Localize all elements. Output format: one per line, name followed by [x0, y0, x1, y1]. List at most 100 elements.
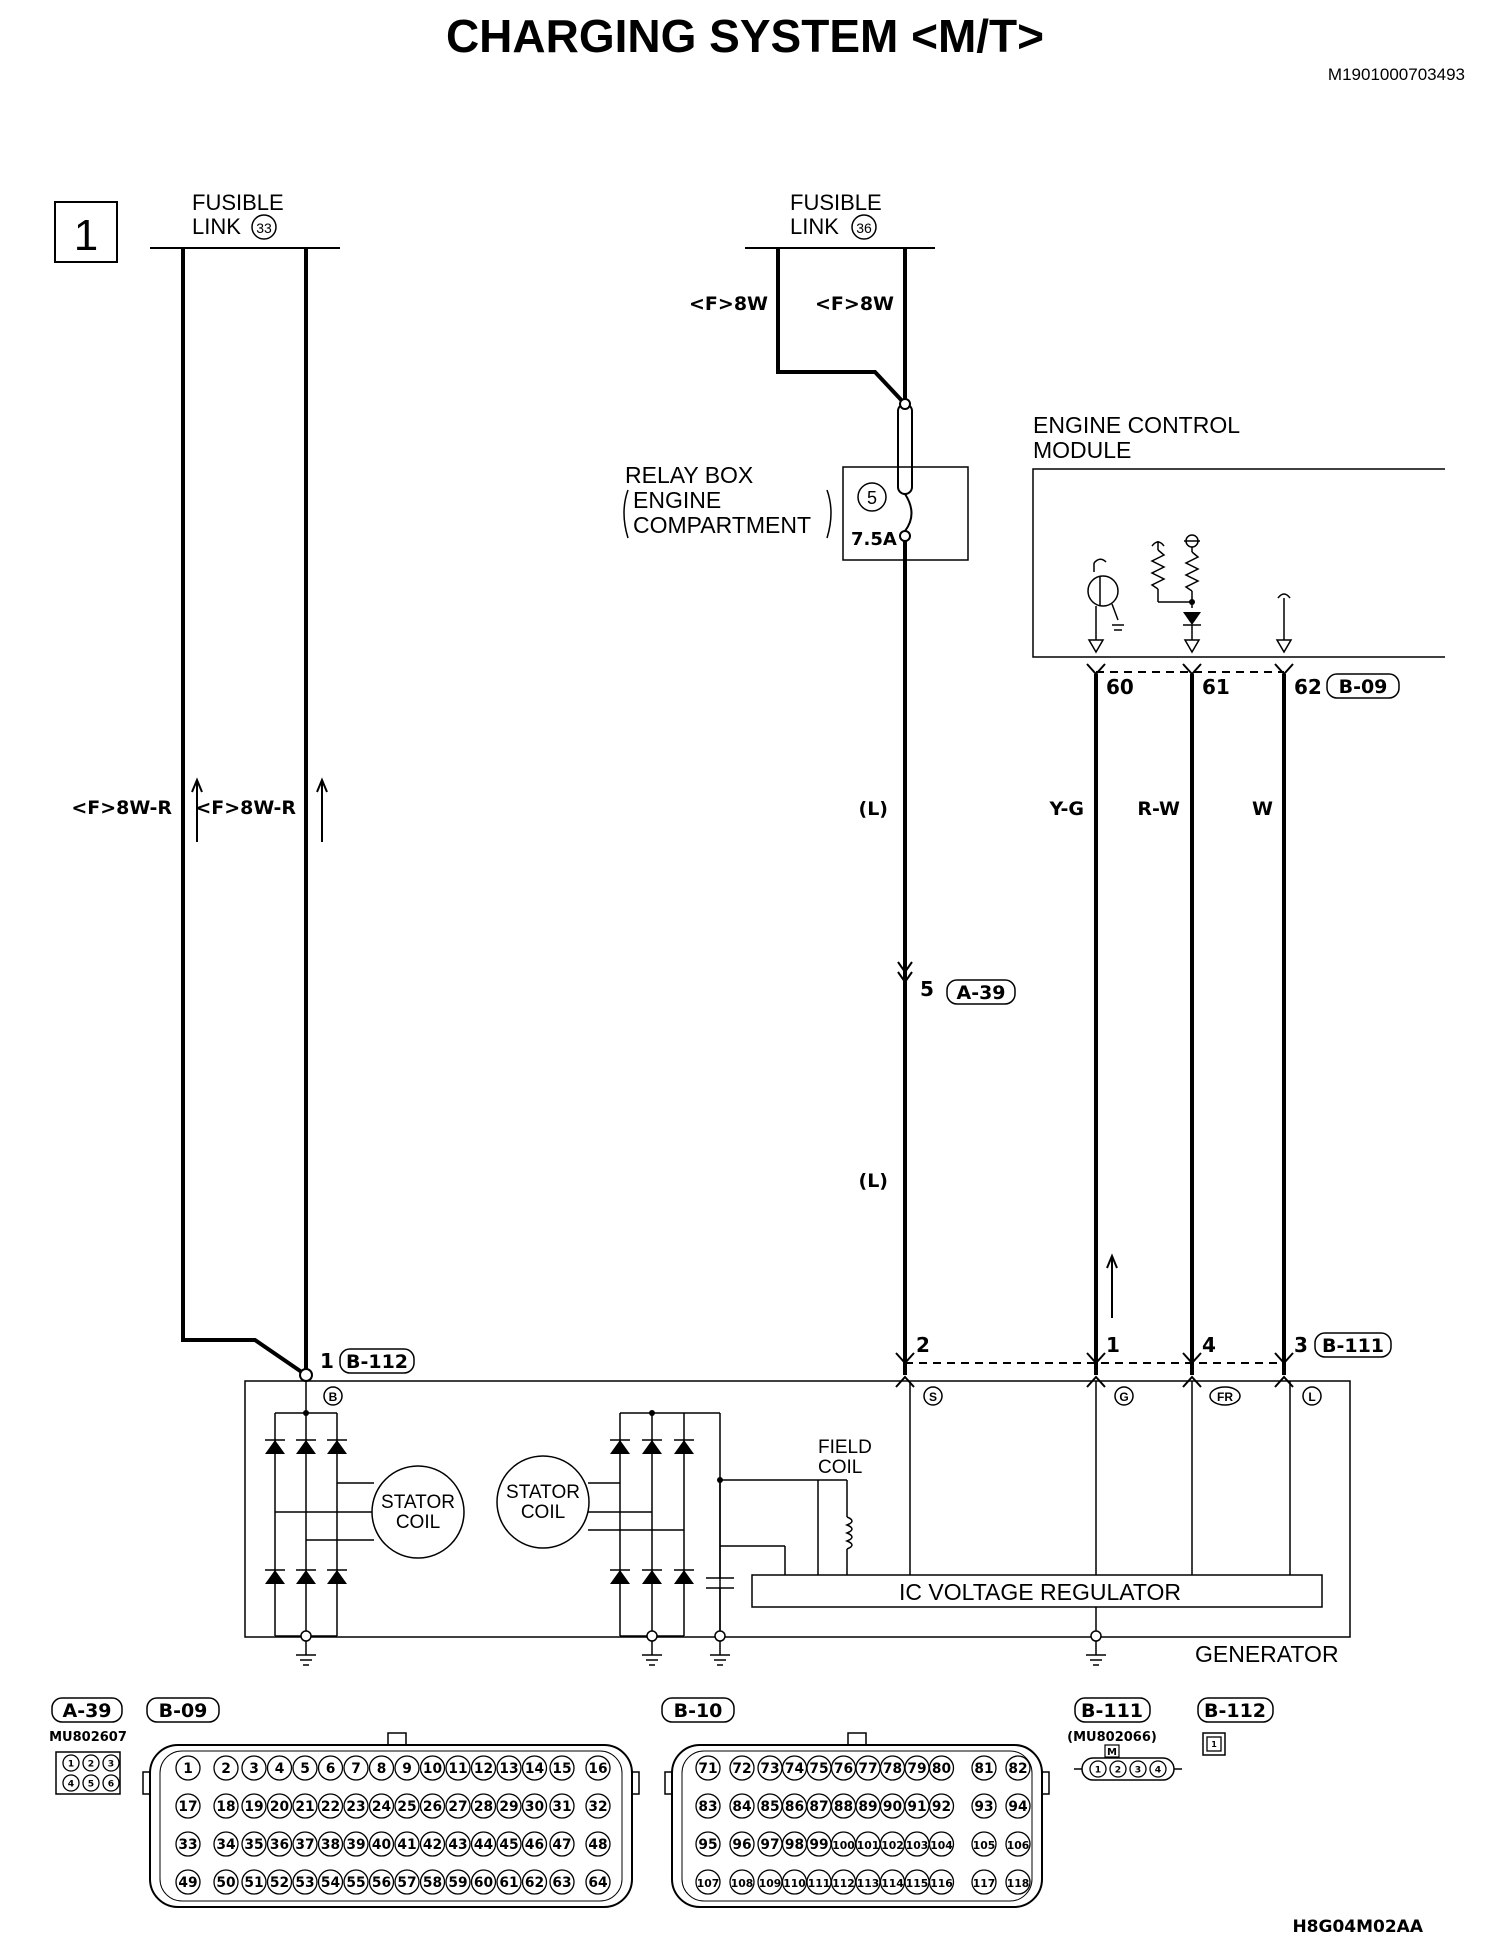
connector-a39-inline: 5 A-39 — [897, 961, 1016, 1005]
b09-pin-59: 59 — [445, 1869, 471, 1895]
svg-text:81: 81 — [974, 1761, 993, 1777]
b09-pin-27: 27 — [445, 1793, 471, 1819]
b10-pin-98: 98 — [781, 1831, 808, 1857]
b10-pin-82: 82 — [1005, 1755, 1031, 1781]
b10-pin-87: 87 — [806, 1793, 832, 1819]
svg-text:22: 22 — [321, 1799, 340, 1815]
b10-pin-76: 76 — [830, 1755, 857, 1781]
svg-text:73: 73 — [760, 1761, 779, 1777]
b10-pin-83: 83 — [695, 1793, 721, 1819]
b10-pin-73: 73 — [757, 1755, 783, 1781]
relay-box: RELAY BOX ENGINE COMPARTMENT 5 7.5A — [623, 462, 969, 561]
svg-text:33: 33 — [178, 1837, 197, 1853]
fusible-link-36-line2: LINK — [790, 214, 839, 239]
svg-text:79: 79 — [907, 1761, 926, 1777]
b09-pin-28: 28 — [470, 1793, 497, 1819]
svg-text:108: 108 — [731, 1877, 754, 1890]
a39-pin-3: 3 — [102, 1754, 120, 1772]
relay-box-paren-left — [623, 489, 629, 539]
ic-voltage-regulator — [751, 1574, 1323, 1608]
b10-pin-72: 72 — [729, 1755, 755, 1781]
b10-pin-109: 109 — [757, 1869, 783, 1895]
svg-text:57: 57 — [397, 1875, 416, 1891]
field-coil-line1: FIELD — [818, 1437, 872, 1458]
b10-pin-100: 100 — [830, 1831, 857, 1857]
stator-coil-left-line1: STATOR — [381, 1492, 455, 1513]
b10-pin-93: 93 — [971, 1793, 997, 1819]
svg-text:59: 59 — [448, 1875, 467, 1891]
b10-pin-106: 106 — [1005, 1831, 1031, 1857]
relay-box-line2: ENGINE — [633, 487, 721, 513]
left-rectifier-icon — [265, 1381, 374, 1642]
svg-text:62: 62 — [525, 1875, 544, 1891]
wire-label-f8wr-right: <F>8W-R — [195, 797, 296, 819]
ecm-connector-b09: 60 61 62 B-09 — [1086, 663, 1400, 699]
svg-text:104: 104 — [930, 1839, 953, 1852]
b09-pin-62: 62 — [521, 1869, 548, 1895]
svg-text:76: 76 — [834, 1761, 853, 1777]
b10-pin-114: 114 — [879, 1869, 906, 1895]
svg-text:85: 85 — [760, 1799, 779, 1815]
svg-text:1: 1 — [68, 1758, 74, 1769]
wire-label-f8wr-left: <F>8W-R — [71, 797, 172, 819]
svg-text:106: 106 — [1007, 1839, 1030, 1852]
fusible-link-33-num: 33 — [256, 220, 272, 236]
wire-f8wr-left — [181, 248, 308, 1377]
ecm-pin-60: 60 — [1106, 675, 1134, 699]
svg-text:5: 5 — [88, 1778, 94, 1789]
svg-text:5: 5 — [300, 1761, 310, 1777]
svg-text:115: 115 — [906, 1877, 929, 1890]
svg-text:89: 89 — [858, 1799, 877, 1815]
generator-label: GENERATOR — [1195, 1641, 1339, 1667]
b10-pin-89: 89 — [855, 1793, 881, 1819]
svg-text:116: 116 — [930, 1877, 953, 1890]
svg-text:30: 30 — [525, 1799, 544, 1815]
b09-pin-10: 10 — [419, 1755, 446, 1781]
b10-pin-77: 77 — [855, 1755, 881, 1781]
svg-text:6: 6 — [326, 1761, 336, 1777]
svg-text:31: 31 — [552, 1799, 571, 1815]
svg-text:109: 109 — [759, 1877, 782, 1890]
b09-pin-37: 37 — [292, 1831, 318, 1857]
b09-pin-23: 23 — [343, 1793, 369, 1819]
svg-text:29: 29 — [499, 1799, 518, 1815]
svg-text:36: 36 — [270, 1837, 289, 1853]
svg-text:114: 114 — [881, 1877, 904, 1890]
svg-text:19: 19 — [244, 1799, 263, 1815]
b10-pin-105: 105 — [971, 1831, 997, 1857]
svg-text:47: 47 — [552, 1837, 571, 1853]
b10-pin-79: 79 — [904, 1755, 930, 1781]
b10-pin-84: 84 — [729, 1793, 755, 1819]
b09-pin-57: 57 — [394, 1869, 420, 1895]
svg-text:28: 28 — [474, 1799, 493, 1815]
svg-text:1: 1 — [1211, 1740, 1217, 1749]
svg-text:97: 97 — [760, 1837, 779, 1853]
figure-code: H8G04M02AA — [1292, 1917, 1423, 1937]
svg-text:93: 93 — [974, 1799, 993, 1815]
b111-view-key: M — [1107, 1747, 1117, 1758]
b09-pin-53: 53 — [292, 1869, 318, 1895]
svg-text:50: 50 — [216, 1875, 235, 1891]
svg-text:44: 44 — [474, 1837, 493, 1853]
fuse-element — [897, 398, 913, 542]
svg-text:107: 107 — [697, 1877, 720, 1890]
stator-coil-left-line2: COIL — [396, 1512, 440, 1533]
b10-pin-81: 81 — [971, 1755, 997, 1781]
term-g: G — [1119, 1390, 1128, 1404]
b09-pin-56: 56 — [368, 1869, 395, 1895]
fusible-link-36: FUSIBLE LINK 36 — [745, 190, 935, 249]
diode-icon — [1183, 612, 1201, 654]
ecm-title-line1: ENGINE CONTROL — [1033, 412, 1240, 438]
b09-pin-19: 19 — [241, 1793, 267, 1819]
a39-connector-tag: A-39 — [956, 982, 1005, 1004]
svg-text:1: 1 — [183, 1761, 193, 1777]
b09-pin-16: 16 — [585, 1755, 611, 1781]
b09-pin-49: 49 — [175, 1869, 201, 1895]
svg-text:7: 7 — [351, 1761, 361, 1777]
gen-pin-4: 4 — [1202, 1333, 1216, 1357]
b09-pin-1: 1 — [175, 1755, 201, 1781]
svg-text:43: 43 — [448, 1837, 467, 1853]
ecm-connector-tag: B-09 — [1339, 676, 1388, 698]
